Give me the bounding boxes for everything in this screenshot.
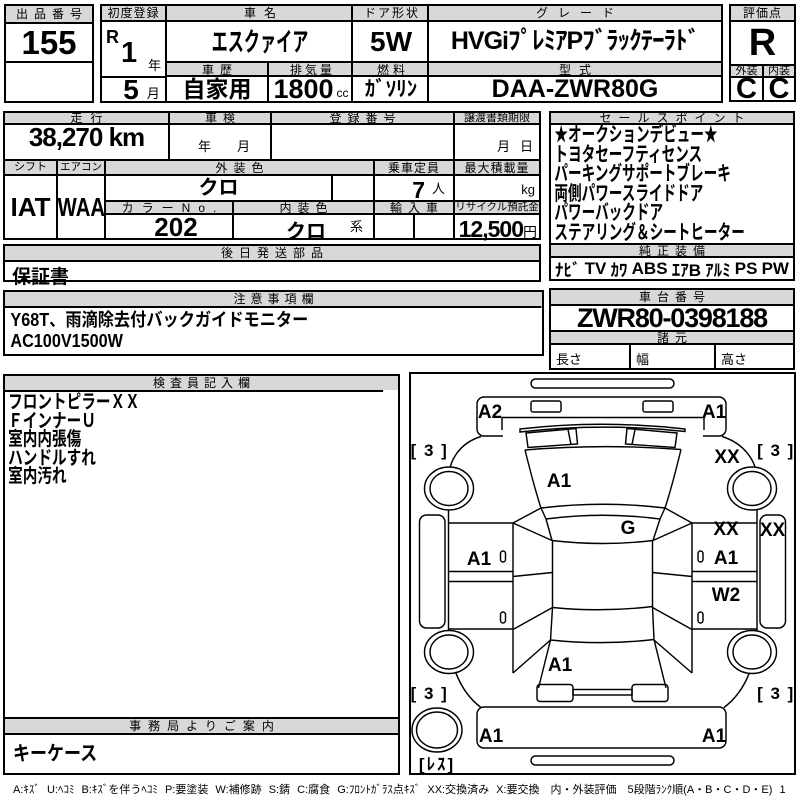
svg-text:[ 3 ]: [ 3 ] bbox=[411, 441, 449, 460]
svg-text:XX: XX bbox=[713, 519, 739, 540]
svg-text:A1: A1 bbox=[467, 549, 492, 570]
svg-text:A1: A1 bbox=[548, 655, 573, 676]
svg-text:A1: A1 bbox=[714, 548, 739, 569]
svg-text:[ 3 ]: [ 3 ] bbox=[757, 684, 795, 703]
svg-text:A1: A1 bbox=[702, 402, 727, 423]
svg-text:[ 3 ]: [ 3 ] bbox=[411, 684, 449, 703]
svg-text:A1: A1 bbox=[702, 726, 727, 747]
svg-text:XX: XX bbox=[714, 447, 740, 468]
svg-text:W2: W2 bbox=[712, 585, 741, 606]
svg-text:A1: A1 bbox=[479, 726, 504, 747]
svg-text:A2: A2 bbox=[478, 402, 502, 423]
svg-text:XX: XX bbox=[760, 520, 786, 541]
svg-text:[ 3 ]: [ 3 ] bbox=[757, 441, 795, 460]
svg-text:[ﾚｽ]: [ﾚｽ] bbox=[419, 755, 455, 774]
svg-text:A1: A1 bbox=[547, 471, 572, 492]
svg-text:G: G bbox=[621, 518, 636, 539]
